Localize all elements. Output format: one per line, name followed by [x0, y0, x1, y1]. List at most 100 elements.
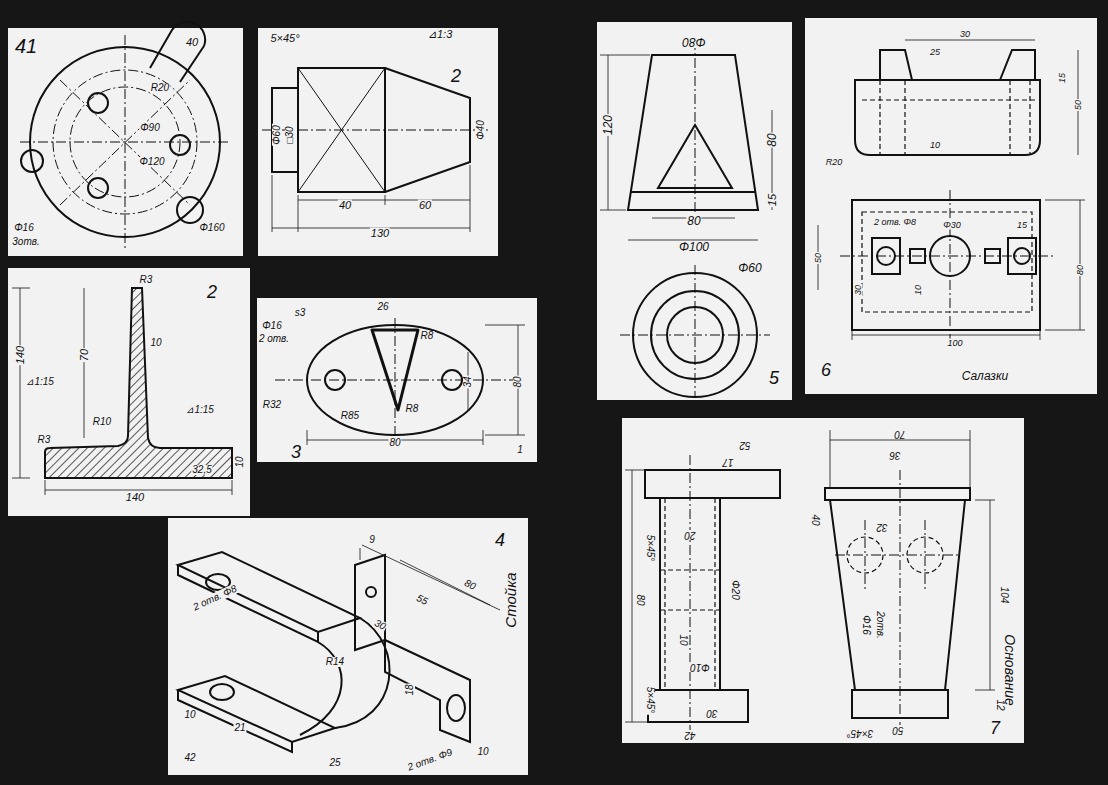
dimension-label: 10: [929, 141, 941, 150]
dimension-label: ⊿1:15: [25, 377, 55, 387]
dimension-label: 7: [989, 719, 1001, 737]
dimension-label: Основание: [1003, 633, 1017, 706]
dimension-label: Φ90: [139, 123, 161, 133]
dimension-label: Φ120: [138, 157, 165, 167]
dimension-label: R20: [825, 158, 844, 167]
dimension-label: 2: [206, 283, 218, 301]
dimension-label: R8: [420, 331, 435, 341]
dimension-label: 36: [888, 450, 901, 460]
dimension-label: 10: [914, 284, 923, 296]
dimension-label: R32: [262, 400, 282, 410]
dimension-label: 52: [738, 440, 751, 450]
dimension-label: Φ40: [476, 119, 486, 141]
dimension-label: 41: [14, 36, 38, 56]
dimension-label: 30: [854, 284, 863, 296]
dimension-label: 50: [814, 252, 823, 264]
dimension-label: Φ80: [681, 36, 706, 48]
dimension-label: Φ16: [861, 614, 871, 636]
dimension-label: 20: [683, 530, 696, 540]
dimension-label: R3: [139, 275, 154, 285]
dimension-label: Φ16: [261, 321, 283, 331]
dimension-label: 32: [875, 522, 888, 532]
dimension-label: 40: [338, 200, 352, 211]
dimension-label: 42: [683, 730, 696, 740]
dimension-label: 100: [946, 339, 963, 348]
dimension-label: 55: [414, 593, 430, 608]
dimension-label: 10: [235, 455, 245, 468]
dimension-label: 2 отв. Φ8: [873, 218, 917, 227]
dimension-label: 10: [476, 747, 489, 757]
dimension-label: 4: [494, 531, 506, 549]
dimension-label: 80: [686, 215, 701, 227]
dimension-label: 34: [463, 375, 473, 388]
dimension-label: 30: [959, 30, 971, 39]
dimension-label: 10: [678, 633, 688, 646]
dimension-label: R10: [92, 417, 112, 427]
dimension-label: 12: [995, 698, 1005, 711]
dimension-label: 50: [1074, 99, 1083, 111]
dimension-label: 26: [376, 302, 389, 312]
dimension-label: 30: [705, 708, 718, 718]
dimension-label: 2отв.: [875, 610, 885, 639]
dimension-label: 40: [810, 513, 820, 526]
dimension-label: 80: [513, 375, 523, 388]
dimension-label: 60: [418, 200, 432, 211]
dimension-label: Стойка: [503, 571, 518, 628]
dimension-label: □30: [285, 125, 295, 144]
dimension-label: 5×45°: [645, 534, 655, 563]
dimension-label: 120: [602, 114, 614, 136]
dimension-label: 1: [516, 445, 524, 455]
dimension-label: 5×45°: [269, 33, 300, 44]
dimension-label: 9: [368, 535, 376, 545]
dimension-label: 70: [79, 348, 90, 362]
dimension-label: 5×45°: [645, 686, 655, 715]
dimension-label: R8: [405, 404, 420, 414]
dimension-label: R20: [150, 83, 170, 93]
dimension-label: 2: [450, 67, 462, 85]
dimension-label: 42: [183, 753, 196, 763]
dimension-label: 3отв.: [11, 237, 40, 247]
dimension-label: Φ160: [198, 223, 225, 233]
dimension-label: R3: [37, 435, 52, 445]
dimension-label: 80: [635, 593, 645, 606]
dimension-label: 2 отв. Φ9: [405, 747, 454, 773]
dimension-label: R85: [340, 411, 360, 421]
dimension-label: 140: [125, 492, 145, 503]
dimension-label: 15: [1016, 221, 1028, 230]
dimension-label: s3: [294, 308, 307, 318]
dimension-label: 6: [820, 361, 832, 379]
dimension-label: 80: [462, 578, 478, 593]
dimension-label: Φ30: [942, 221, 962, 230]
dimension-label: 2 отв.: [258, 334, 290, 344]
dimension-label: 70: [893, 429, 906, 439]
dimension-label: 104: [999, 586, 1009, 605]
dimension-label: Φ100: [678, 241, 710, 253]
dimension-label: Φ60: [737, 262, 762, 274]
dimension-label: 21: [233, 723, 246, 733]
dimension-label: Φ20: [730, 579, 740, 601]
dimension-label: 140: [15, 345, 26, 365]
dimension-label: 15: [767, 193, 778, 207]
dimension-label: 25: [328, 758, 341, 768]
dimension-label: 3×45°: [846, 728, 875, 738]
dimension-label: 10: [149, 338, 162, 348]
dimension-label: ⊿1:3: [427, 29, 454, 40]
dimension-label: 3: [290, 443, 302, 461]
dimension-label: Φ60: [272, 124, 282, 146]
dimension-label: Φ16: [13, 223, 35, 233]
dimension-label: 80: [1076, 264, 1085, 276]
dimension-label: ⊿1:15: [185, 405, 215, 415]
dimension-label: 80: [766, 132, 778, 147]
dimension-label: 80: [388, 438, 401, 448]
dimension-label: 25: [929, 48, 941, 57]
dimension-label: 40: [185, 37, 199, 48]
dimension-label: Φ10: [689, 662, 711, 672]
dimension-label: 5: [768, 369, 780, 387]
dimension-label: 15: [1058, 72, 1067, 84]
dimension-label: R14: [325, 657, 345, 667]
dimension-label: 130: [370, 228, 390, 239]
dimension-label: 2 отв. Φ8: [191, 583, 240, 613]
dimension-label: 32,5: [191, 465, 212, 475]
